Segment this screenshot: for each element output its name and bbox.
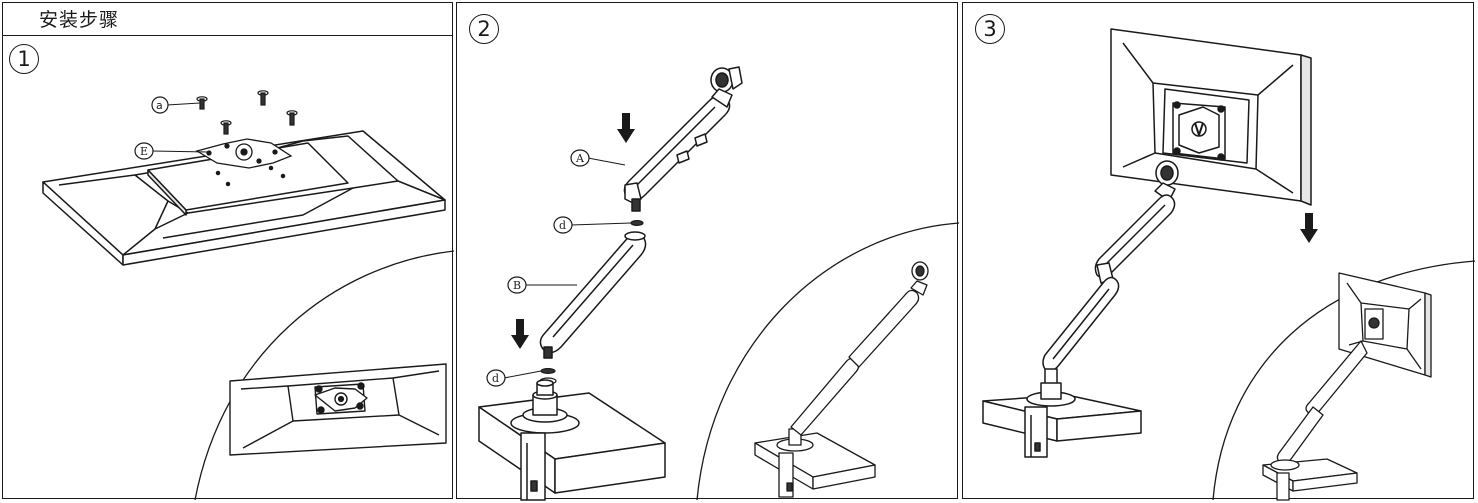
washer-upper <box>630 220 644 227</box>
upper-arm <box>623 66 743 212</box>
callout-lower-arm-label: B <box>513 279 521 292</box>
callout-washer-d-lower: d <box>486 369 542 387</box>
callout-upper-arm-a: A <box>570 149 626 167</box>
callout-washer-lower-label: d <box>492 372 499 385</box>
callout-washer-d-upper: d <box>553 216 632 234</box>
detail-monitor <box>229 363 447 456</box>
callout-screw-a: a <box>151 96 201 114</box>
detail-assembled-arm <box>754 261 929 498</box>
screw-set <box>196 90 298 135</box>
down-arrow-icon <box>1300 213 1318 243</box>
step-3-illustration <box>982 28 1476 501</box>
callout-washer-upper-label: d <box>559 219 566 232</box>
desk-clamp <box>982 382 1142 458</box>
down-arrow-icon <box>617 113 635 143</box>
monitor-back <box>42 130 446 266</box>
lower-arm <box>539 231 647 359</box>
down-arrow-icon <box>511 319 529 349</box>
page-title: 安装步骤 <box>39 9 120 31</box>
title-bar: 安装步骤 <box>3 3 452 36</box>
detail-arc <box>1212 260 1476 501</box>
step-3-panel: 3 <box>962 2 1476 501</box>
step-2-panel: 2 <box>456 2 960 501</box>
step-2-illustration: A d B d <box>478 66 960 501</box>
detail-arc <box>194 250 455 501</box>
step-1-panel: 安装步骤 1 <box>2 2 455 501</box>
vesa-plate <box>195 138 293 187</box>
step-1-illustration: a E <box>42 90 455 501</box>
callout-screw-label: a <box>156 99 163 112</box>
detail-arc <box>696 222 960 501</box>
callout-upper-arm-label: A <box>575 152 585 165</box>
callout-plate-e: E <box>134 142 209 160</box>
monitor-arm <box>1042 160 1179 386</box>
callout-lower-arm-b: B <box>507 276 577 294</box>
step-1-number: 1 <box>9 44 39 74</box>
step-2-number: 2 <box>469 14 499 44</box>
callout-plate-label: E <box>140 145 148 158</box>
detail-assembled-monitor <box>1262 272 1432 501</box>
step-3-number: 3 <box>975 14 1005 44</box>
desk-clamp <box>478 379 666 501</box>
monitor-back <box>1110 28 1312 206</box>
